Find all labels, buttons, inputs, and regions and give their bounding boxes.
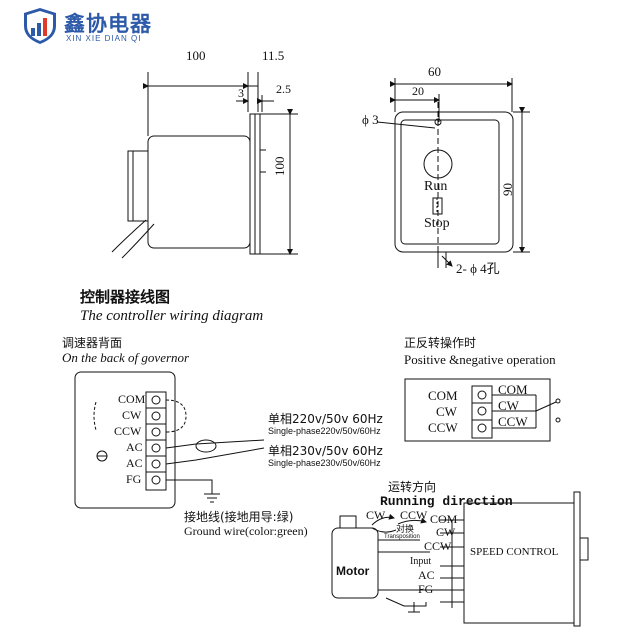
power-spec-cn-1: 单相220v/50v 60Hz	[268, 412, 383, 426]
dim-front-height-label: 90	[500, 183, 515, 196]
running-ac-label: AC	[418, 568, 435, 582]
ground-label-cn: 接地线(接地用导:绿)	[184, 510, 294, 524]
power-spec-cn-2: 单相230v/50v 60Hz	[268, 444, 383, 458]
power-spec-en-2: Single-phase230v/50v/60Hz	[268, 458, 381, 468]
switch-label-cn: 对换	[396, 525, 415, 535]
shield-logo-icon	[24, 8, 56, 44]
run-label: Run	[424, 179, 448, 194]
posneg-left-ccw: CCW	[428, 420, 458, 435]
posneg-left-cw: CW	[436, 404, 457, 419]
posneg-right-com: COM	[498, 382, 528, 397]
dim-hole-offset-label: 20	[412, 84, 424, 98]
running-terminal-com: COM	[430, 512, 458, 526]
posneg-terminal-block	[404, 378, 561, 442]
running-title-en: Running direction	[380, 494, 513, 509]
running-terminal-ccw: CCW	[424, 539, 452, 553]
running-terminal-cw: CW	[436, 525, 456, 539]
back-terminal-ccw: CCW	[114, 424, 142, 438]
section-title-en: The controller wiring diagram	[80, 308, 264, 324]
dim-small-a-label: 3	[238, 86, 244, 100]
back-title-cn: 调速器背面	[62, 336, 123, 350]
running-direction-diagram	[331, 491, 589, 627]
running-ccw-label: CCW	[400, 508, 428, 522]
motor-side-view	[111, 72, 298, 259]
back-terminal-ac1: AC	[126, 440, 143, 454]
running-fg-label: FG	[418, 582, 434, 596]
dim-width-label: 60	[428, 64, 441, 79]
ground-label-en: Ground wire(color:green)	[184, 524, 308, 538]
running-cw-label: CW	[366, 508, 386, 522]
back-terminal-cw: CW	[122, 408, 142, 422]
dim-cap-label: 11.5	[262, 48, 285, 63]
dim-small-b-label: 2.5	[276, 82, 291, 96]
dim-mount-holes-label: 2- ϕ 4孔	[456, 261, 500, 276]
posneg-right-cw: CW	[498, 398, 519, 413]
dim-phi3-label: ϕ 3	[362, 112, 379, 127]
brand-name-en: XIN XIE DIAN QI	[66, 34, 142, 43]
back-terminal-fg: FG	[126, 472, 142, 486]
back-title-en: On the back of governor	[62, 350, 190, 365]
stop-label: Stop	[424, 216, 450, 231]
motor-label: Motor	[336, 564, 370, 578]
section-title-cn: 控制器接线图	[80, 288, 171, 306]
posneg-left-com: COM	[428, 388, 458, 403]
motor-front-view	[376, 78, 530, 268]
brand-logo: 鑫协电器 XIN XIE DIAN QI	[20, 6, 230, 46]
posneg-title-en: Positive &negative operation	[404, 352, 556, 367]
posneg-title-cn: 正反转操作时	[404, 336, 477, 350]
dim-length-label: 100	[186, 48, 206, 63]
speed-control-label: SPEED CONTROL	[470, 546, 559, 558]
running-title-cn: 运转方向	[388, 480, 437, 494]
posneg-right-ccw: CCW	[498, 414, 528, 429]
back-terminal-ac2: AC	[126, 456, 143, 470]
running-input-label: Input	[410, 556, 432, 567]
governor-back-panel	[74, 371, 265, 509]
dim-height-label: 100	[272, 156, 287, 177]
back-terminal-com: COM	[118, 392, 146, 406]
power-spec-en-1: Single-phase220v/50v/60Hz	[268, 426, 381, 436]
switch-label-en: Transposition	[384, 534, 420, 540]
brand-name-cn: 鑫协电器	[64, 12, 152, 36]
